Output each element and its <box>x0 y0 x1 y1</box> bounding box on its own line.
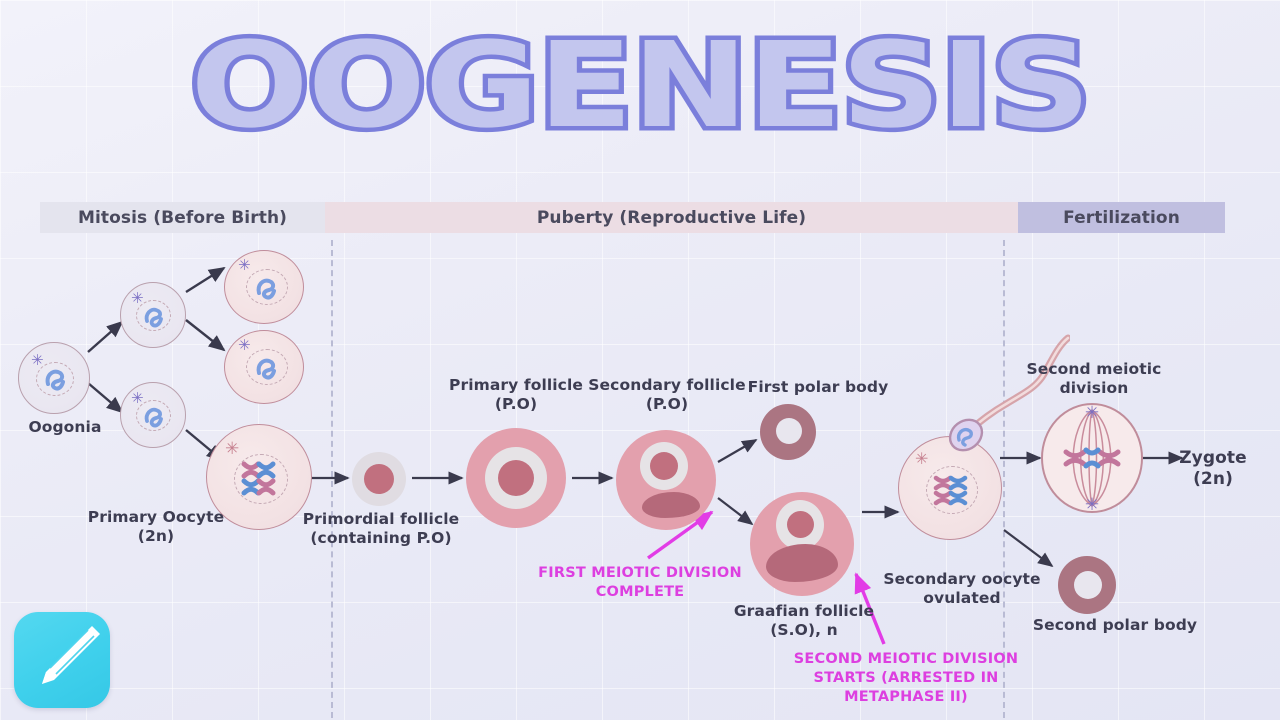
cell-first-polar-body <box>760 404 816 460</box>
title-container: OOGENESIS <box>0 16 1280 154</box>
label-primary-follicle: Primary follicle (P.O) <box>448 376 584 414</box>
label-primary-oocyte: Primary Oocyte (2n) <box>87 508 225 546</box>
cell-oogonia-upper: ✳ <box>120 282 186 348</box>
label-oogonia: Oogonia <box>28 418 102 436</box>
label-second-meiotic-division: Second meiotic division <box>1026 360 1162 398</box>
chromatin-icon <box>256 358 276 380</box>
centriole-icon: ✳ <box>131 389 144 407</box>
cell-second-polar-body <box>1058 556 1116 614</box>
divider-mitosis-puberty <box>331 240 333 718</box>
callout-first-meiotic-division: FIRST MEIOTIC DIVISION COMPLETE <box>538 565 742 600</box>
centriole-icon: ✳ <box>131 289 144 307</box>
label-secondary-oocyte: Secondary oocyte ovulated <box>883 570 1041 608</box>
cell-graafian-follicle <box>750 492 854 596</box>
cell-oogonia-daughter-mid: ✳ <box>224 330 304 404</box>
cell-oogonia-daughter-upper: ✳ <box>224 250 304 324</box>
label-first-polar-body: First polar body <box>747 378 889 396</box>
chromatin-icon <box>45 369 65 391</box>
centriole-icon: ✳ <box>238 336 251 354</box>
cell-secondary-oocyte: ✳ <box>898 436 1002 540</box>
phase-bar-fertilization: Fertilization <box>1018 202 1225 233</box>
label-zygote: Zygote (2n) <box>1179 448 1247 490</box>
cell-oogonia-lower: ✳ <box>120 382 186 448</box>
cell-oogonia-parent: ✳ <box>18 342 90 414</box>
svg-text:✳: ✳ <box>1085 403 1099 423</box>
chromosome-pair-icon <box>241 461 276 496</box>
label-graafian-follicle: Graafian follicle (S.O), n <box>733 602 875 640</box>
divider-puberty-fertilization <box>1003 240 1005 718</box>
centriole-icon: ✳ <box>238 256 251 274</box>
phase-bar-mitosis: Mitosis (Before Birth) <box>40 202 325 233</box>
pencil-icon <box>42 626 100 684</box>
phase-bar-row: Mitosis (Before Birth) Puberty (Reproduc… <box>40 202 1225 233</box>
chromatin-icon <box>144 407 163 428</box>
page-title: OOGENESIS <box>185 16 1096 154</box>
sperm-icon <box>948 334 1070 452</box>
callout-second-meiotic-division: SECOND MEIOTIC DIVISION STARTS (ARRESTED… <box>793 651 1019 705</box>
label-second-polar-body: Second polar body <box>1032 616 1198 634</box>
label-secondary-follicle: Secondary follicle (P.O) <box>588 376 746 414</box>
chromatin-icon <box>256 278 276 300</box>
svg-text:✳: ✳ <box>1085 495 1099 514</box>
cell-second-meiotic-division: ✳ ✳ <box>1040 402 1144 514</box>
cell-primary-follicle <box>466 428 566 528</box>
phase-bar-puberty: Puberty (Reproductive Life) <box>325 202 1018 233</box>
label-primordial-follicle: Primordial follicle (containing P.O) <box>302 510 460 548</box>
centriole-icon: ✳ <box>225 439 240 459</box>
cell-primordial-follicle <box>352 452 406 506</box>
cell-secondary-follicle <box>616 430 716 530</box>
centriole-icon: ✳ <box>915 449 929 468</box>
app-logo[interactable] <box>14 612 110 708</box>
chromosome-pair-icon <box>933 475 968 506</box>
chromatin-icon <box>144 307 163 328</box>
cell-primary-oocyte: ✳ <box>206 424 312 530</box>
centriole-icon: ✳ <box>31 351 44 369</box>
